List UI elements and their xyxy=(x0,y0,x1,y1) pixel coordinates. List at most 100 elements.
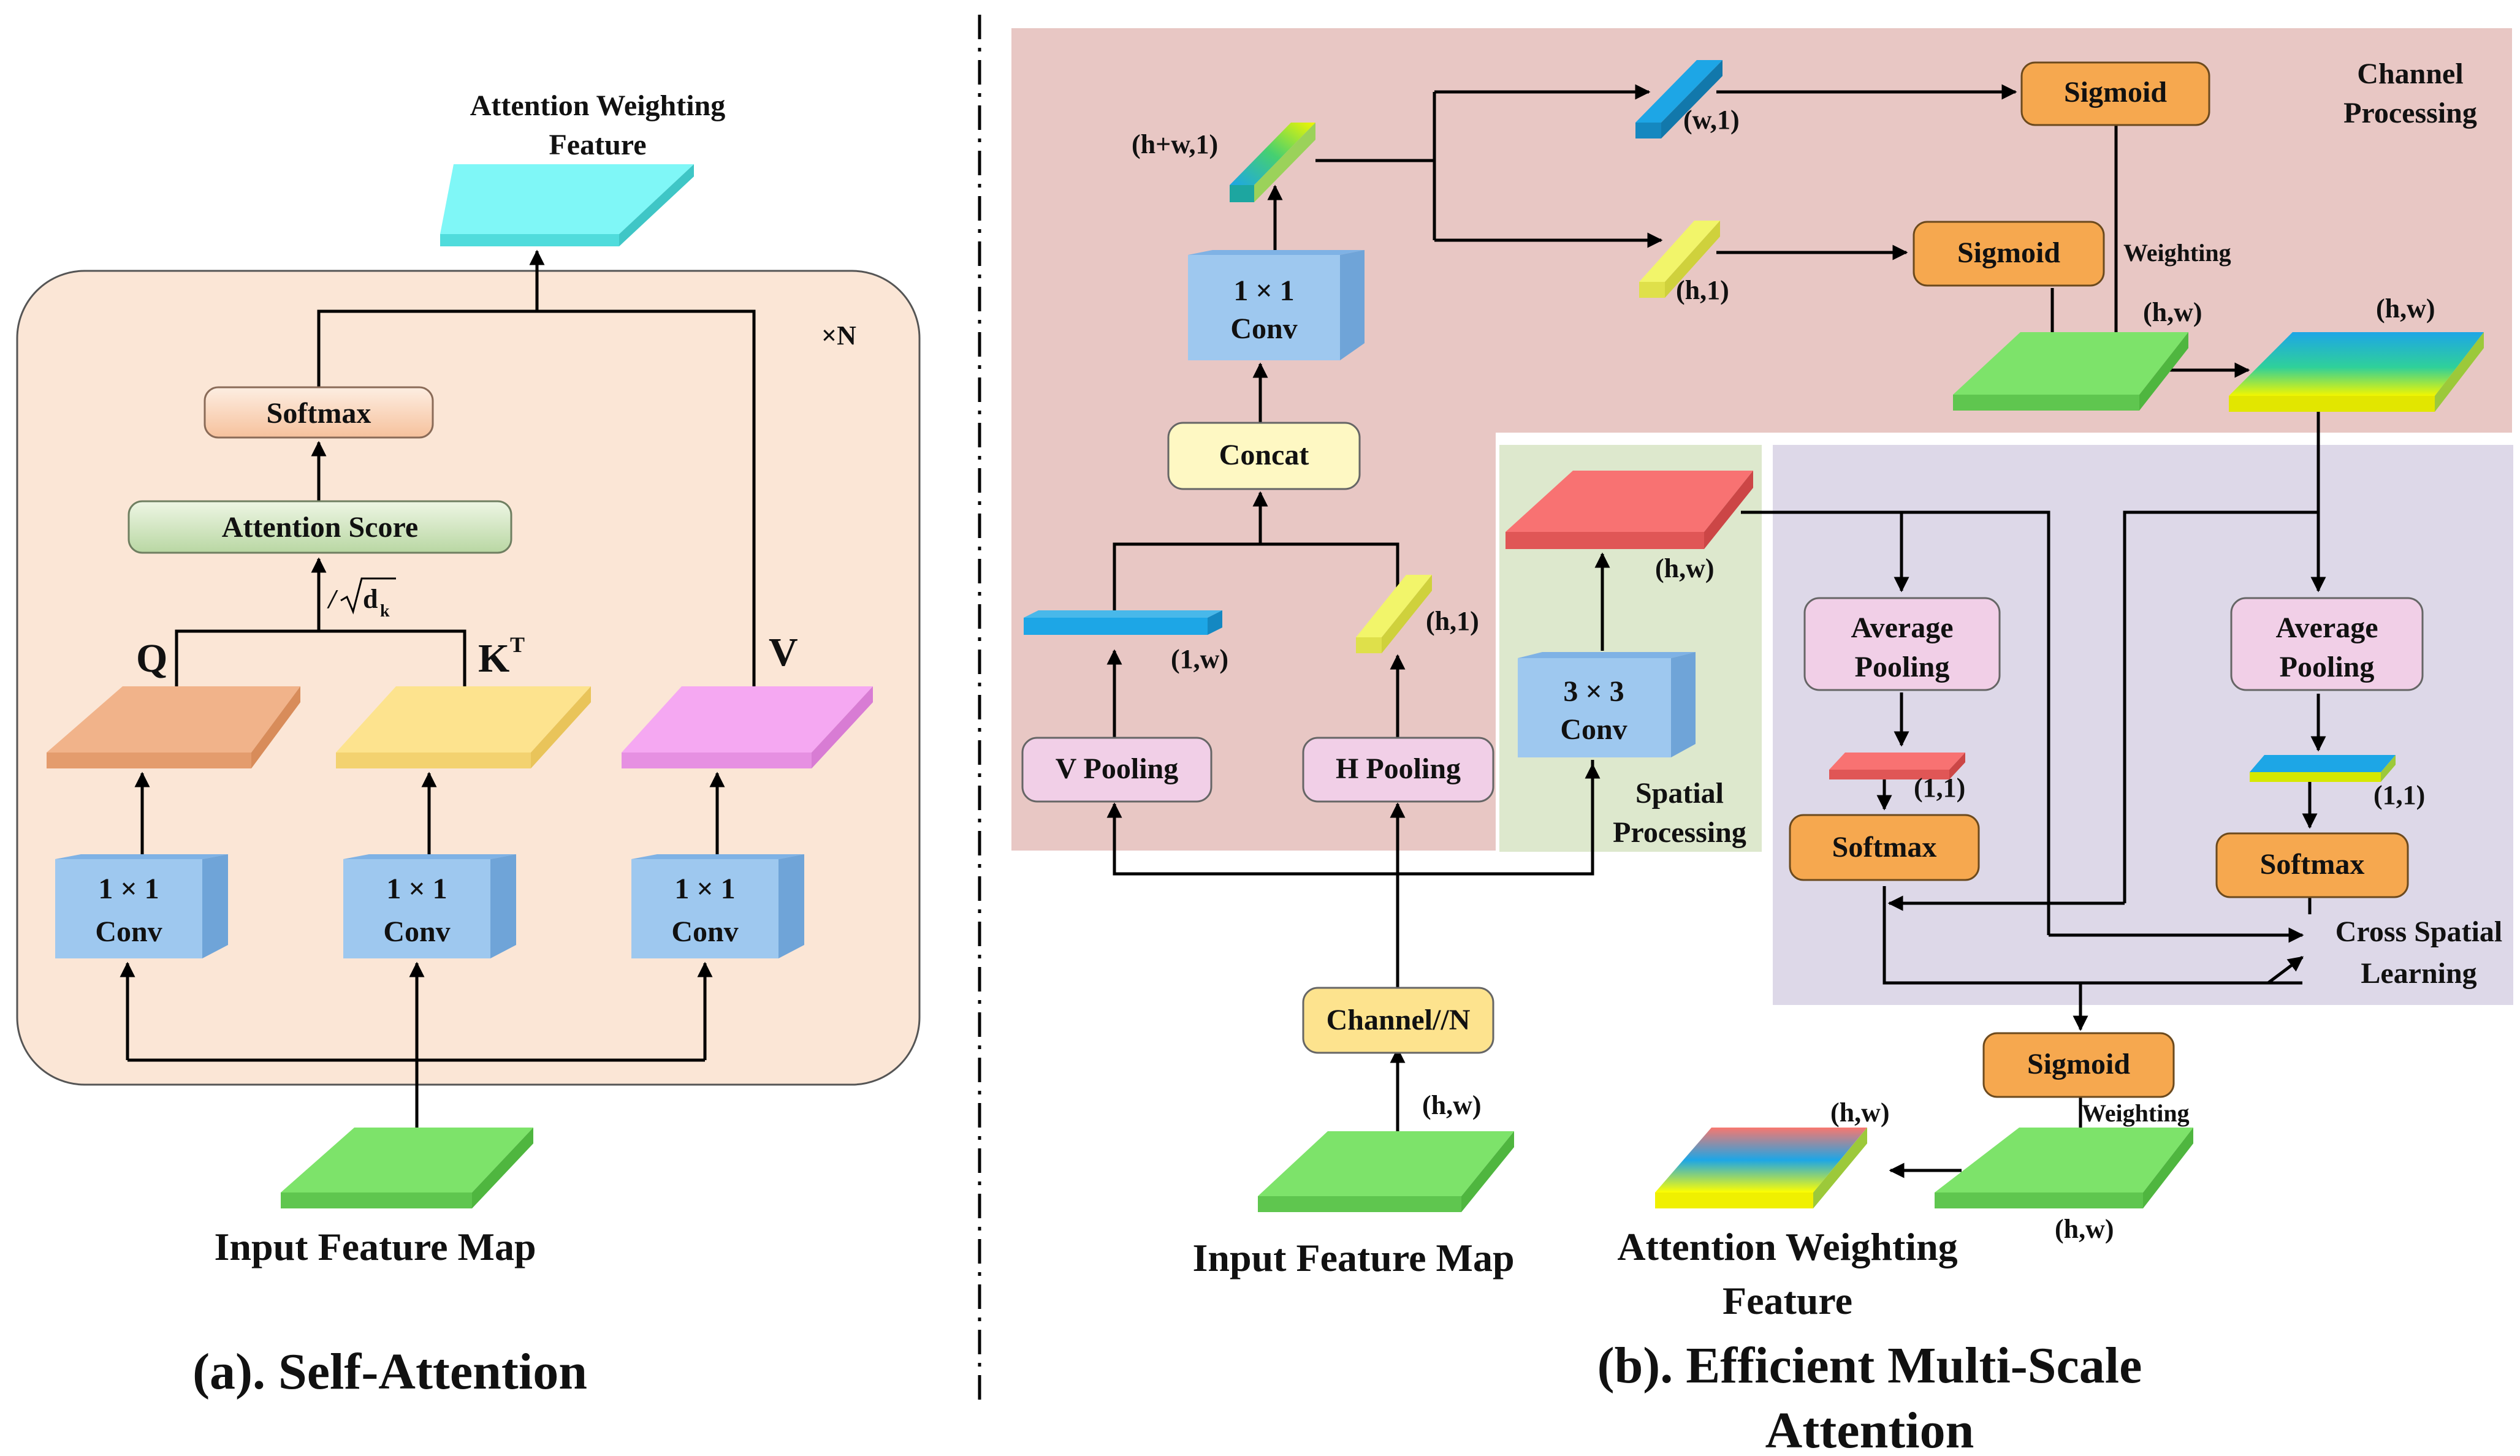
weighted-green-plate xyxy=(1935,1128,2193,1208)
channel-n-box xyxy=(1302,987,1494,1054)
cross-spatial-label-1: Cross Spatial xyxy=(2335,916,2503,948)
h-pooling-box xyxy=(1302,737,1494,803)
dim-hw-spatial: (h,w) xyxy=(1655,553,1715,583)
avg-pool-right-box xyxy=(2230,597,2424,691)
output-label-line2: Feature xyxy=(549,129,646,161)
conv-cube-q xyxy=(55,854,228,958)
avg-pool-left-box xyxy=(1803,597,2001,691)
conv1x1-cube xyxy=(1188,250,1365,360)
v-pooling-box xyxy=(1021,737,1212,803)
conv-cube-k xyxy=(343,854,516,958)
attention-score-box xyxy=(128,500,512,554)
sigmoid-top-label: Sigmoid xyxy=(2064,76,2167,108)
conv-cube-v xyxy=(631,854,804,958)
k-label: K xyxy=(478,636,509,681)
panel-ema: Channel Processing Spatial Processing Cr… xyxy=(1011,28,2513,1456)
dim-hw-weighted: (h,w) xyxy=(2055,1214,2114,1244)
k-superscript: T xyxy=(510,632,525,657)
dim-h1-top: (h,1) xyxy=(1676,275,1729,305)
avg-pool-left-line2: Pooling xyxy=(1855,651,1950,683)
dim-hw-top1: (h,w) xyxy=(2143,297,2202,327)
sigmoid-top-box xyxy=(2020,61,2210,126)
weighting-bottom-label: Weighting xyxy=(2082,1099,2190,1127)
input-feature-plate-b xyxy=(1258,1131,1514,1212)
spatial-red-plate xyxy=(1506,471,1753,549)
pooled-left-block xyxy=(1829,753,1965,779)
conv-v-line1: 1 × 1 xyxy=(674,873,735,905)
channel-processing-label-2: Processing xyxy=(2343,97,2477,129)
connectors xyxy=(1106,84,2326,1178)
dim-hw-out: (h,w) xyxy=(1830,1098,1890,1128)
sigmoid-mid-box xyxy=(1913,221,2105,287)
cross-spatial-label-2: Learning xyxy=(2361,957,2476,990)
k-plate xyxy=(336,686,591,768)
output-label-line1: Attention Weighting xyxy=(470,89,725,122)
softmax-left-box xyxy=(1789,814,1980,881)
input-label-a: Input Feature Map xyxy=(214,1225,536,1268)
v-pool-bar xyxy=(1024,610,1222,635)
panel-self-attention: ×N Attention Weighting Feature Softmax A… xyxy=(16,89,921,1400)
conv3x3-line2: Conv xyxy=(1560,713,1627,746)
dim-hw-input: (h,w) xyxy=(1422,1090,1482,1120)
q-plate xyxy=(47,686,300,768)
conv-q-line2: Conv xyxy=(95,916,162,948)
conv3x3-cube xyxy=(1518,652,1696,757)
sigmoid-mid-label: Sigmoid xyxy=(1957,237,2060,269)
svg-text:k: k xyxy=(380,602,390,621)
svg-text:/: / xyxy=(327,584,338,614)
spatial-processing-label-2: Processing xyxy=(1613,816,1746,849)
spatial-processing-label-1: Spatial xyxy=(1635,777,1724,810)
pooled-right-block xyxy=(2250,755,2396,782)
channel-green-plate xyxy=(1953,332,2188,411)
svg-text:d: d xyxy=(363,584,378,614)
channel-processing-label-1: Channel xyxy=(2357,58,2463,90)
dim-hw-top2: (h,w) xyxy=(2376,294,2435,324)
softmax-left-label: Softmax xyxy=(1832,831,1937,863)
input-label-b: Input Feature Map xyxy=(1192,1236,1514,1280)
sigmoid-bottom-label: Sigmoid xyxy=(2027,1048,2130,1080)
v-label: V xyxy=(769,630,798,675)
conv-v-line2: Conv xyxy=(671,916,738,948)
cross-spatial-region xyxy=(1773,445,2513,1005)
output-feature-plate xyxy=(440,164,694,246)
caption-b-line2: Attention xyxy=(1765,1402,1974,1456)
repeat-multiplier: ×N xyxy=(821,320,856,351)
concat-label: Concat xyxy=(1219,439,1309,471)
v-plate xyxy=(622,686,873,768)
caption-b-line1: (b). Efficient Multi-Scale xyxy=(1597,1337,2142,1394)
weighting-top-label: Weighting xyxy=(2123,239,2231,267)
output-label-b-line2: Feature xyxy=(1723,1279,1852,1322)
conv3x3-line1: 3 × 3 xyxy=(1563,675,1624,708)
channel-gradient-plate xyxy=(2229,332,2484,412)
concat-box xyxy=(1167,422,1361,490)
h-pool-bar xyxy=(1356,575,1432,653)
v-pooling-label: V Pooling xyxy=(1056,753,1178,785)
conv-k-line2: Conv xyxy=(383,916,450,948)
conv1x1-line2: Conv xyxy=(1230,313,1297,345)
input-feature-plate-a xyxy=(281,1128,533,1208)
softmax-right-label: Softmax xyxy=(2260,848,2365,881)
avg-pool-left-line1: Average xyxy=(1851,612,1953,644)
w1-bar xyxy=(1635,60,1723,138)
caption-a: (a). Self-Attention xyxy=(192,1343,587,1400)
sigmoid-bottom-box xyxy=(1982,1032,2175,1098)
dim-w1: (w,1) xyxy=(1683,105,1740,135)
output-label-b-line1: Attention Weighting xyxy=(1617,1225,1957,1268)
conv1x1-line1: 1 × 1 xyxy=(1233,275,1294,307)
attention-score-label: Attention Score xyxy=(222,511,418,544)
softmax-label: Softmax xyxy=(267,397,371,430)
output-feature-plate-b xyxy=(1655,1128,1867,1208)
hw-concat-bar xyxy=(1230,123,1315,202)
avg-pool-right-line2: Pooling xyxy=(2280,651,2375,683)
dim-1w: (1,w) xyxy=(1171,644,1228,674)
dim-hw1: (h+w,1) xyxy=(1132,129,1218,159)
softmax-box xyxy=(204,386,434,439)
avg-pool-right-line1: Average xyxy=(2275,612,2378,644)
h-pooling-label: H Pooling xyxy=(1336,753,1461,785)
dim-11-right: (1,1) xyxy=(2373,780,2425,810)
scale-factor: / d k xyxy=(327,577,396,621)
conv-k-line1: 1 × 1 xyxy=(386,873,447,905)
q-label: Q xyxy=(136,636,167,681)
channel-n-label: Channel//N xyxy=(1327,1004,1471,1036)
